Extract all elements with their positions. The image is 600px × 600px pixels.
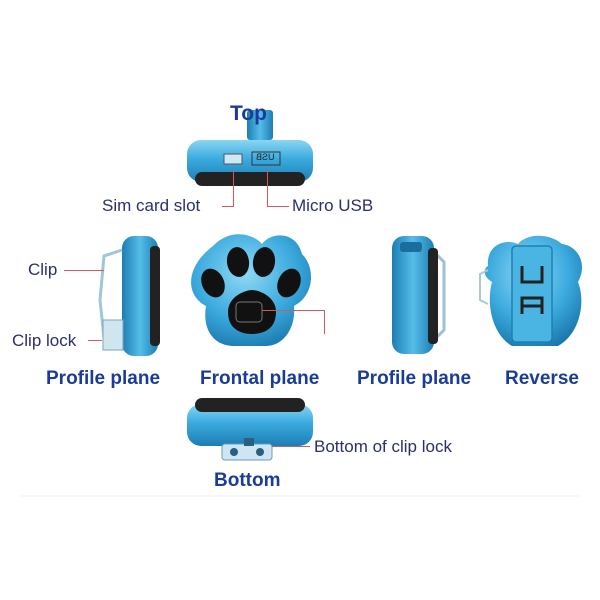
leader-clip bbox=[64, 270, 104, 271]
profile-plane-right-title: Profile plane bbox=[357, 368, 472, 389]
top-view-device bbox=[187, 110, 313, 186]
micro-usb-label: Micro USB bbox=[292, 196, 374, 215]
clip-lock-label: Clip lock bbox=[12, 331, 77, 350]
right-profile-device bbox=[392, 236, 446, 354]
sim-card-slot-label: Sim card slot bbox=[102, 196, 201, 215]
profile-plane-left-title: Profile plane bbox=[46, 368, 161, 389]
reverse-device bbox=[479, 235, 583, 346]
bottom-of-clip-lock-label: Bottom of clip lock bbox=[314, 437, 452, 456]
top-view-title: Top bbox=[230, 102, 267, 125]
frontal-paw-device bbox=[191, 234, 312, 346]
usb-marking-text: USB bbox=[256, 152, 275, 162]
bottom-view-device bbox=[187, 398, 313, 461]
leader-frontal bbox=[324, 310, 325, 334]
bottom-view-title: Bottom bbox=[214, 470, 281, 491]
reverse-title: Reverse bbox=[505, 368, 579, 389]
leader-usb bbox=[267, 170, 268, 206]
leader-sim-h bbox=[222, 206, 234, 207]
leader-sim bbox=[233, 170, 234, 206]
leader-usb-h bbox=[267, 206, 289, 207]
leader-frontal-h bbox=[262, 310, 324, 311]
leader-cliplock bbox=[88, 340, 102, 341]
frontal-plane-title: Frontal plane bbox=[200, 368, 320, 389]
left-profile-device bbox=[98, 236, 160, 356]
leader-bottom-clip bbox=[272, 446, 310, 447]
clip-label: Clip bbox=[28, 260, 58, 279]
